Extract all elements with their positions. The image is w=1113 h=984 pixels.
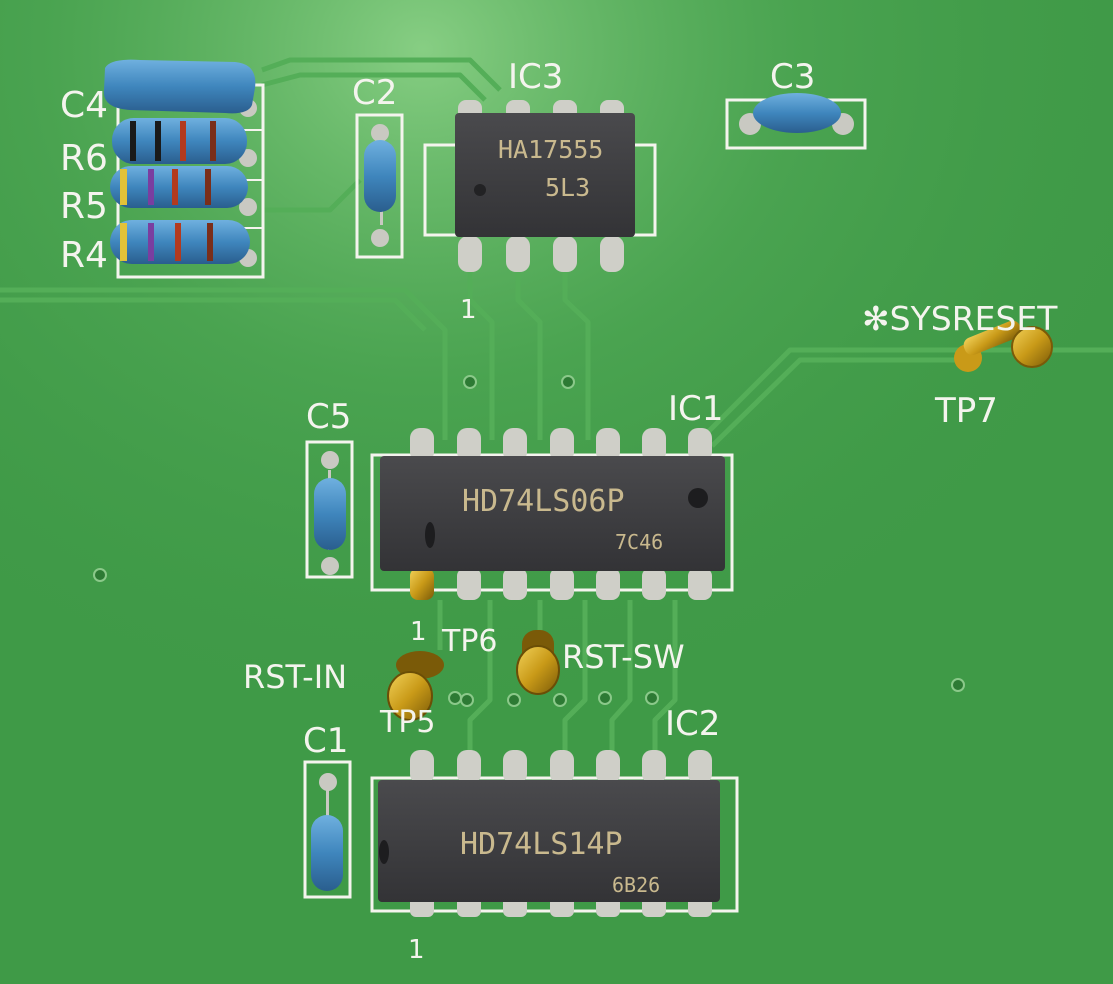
ic1-label: IC1 [668, 389, 723, 429]
c4-label: C4 [60, 85, 108, 126]
r4-resistor [110, 220, 250, 264]
ic2-chip: HD74LS14P 6B26 [370, 750, 739, 917]
ic1-marking-line2: 7C46 [615, 530, 663, 554]
tp5-test-pin [387, 651, 444, 721]
tp6-label: TP6 [441, 624, 498, 659]
c3-capacitor [725, 93, 867, 150]
ic1-chip: HD74LS06P 7C46 [370, 428, 734, 600]
c1-label: C1 [303, 721, 348, 761]
ic2-marking-line2: 6B26 [612, 873, 660, 897]
c2-capacitor [355, 113, 404, 259]
c1-capacitor [303, 760, 352, 899]
ic3-chip: HA17555 5L3 [423, 100, 657, 272]
resistor-bank [103, 59, 265, 279]
c4-capacitor [103, 59, 256, 114]
r5-label: R5 [60, 186, 108, 227]
ic1-marking-line1: HD74LS06P [462, 484, 625, 519]
ic1-pin1-label: 1 [410, 617, 427, 647]
ic2-label: IC2 [665, 704, 720, 744]
r4-label: R4 [60, 235, 108, 276]
r6-resistor [112, 118, 247, 164]
c3-label: C3 [770, 57, 815, 97]
tp5-label: TP5 [379, 705, 436, 740]
tp7-label: TP7 [934, 391, 998, 431]
c5-capacitor [305, 440, 354, 579]
sysreset-label: ✻SYSRESET [862, 299, 1058, 338]
ic3-marking-line1: HA17555 [498, 135, 603, 164]
tp6-test-pin [516, 630, 560, 695]
ic3-label: IC3 [508, 57, 563, 97]
c2-label: C2 [352, 73, 397, 113]
ic2-pin1-label: 1 [408, 935, 425, 965]
rst-in-label: RST-IN [243, 658, 347, 696]
r5-resistor [110, 166, 248, 208]
rst-sw-label: RST-SW [562, 638, 685, 676]
r6-label: R6 [60, 138, 108, 179]
pcb-vias [93, 375, 965, 707]
c5-label: C5 [306, 397, 351, 437]
ic2-marking-line1: HD74LS14P [460, 827, 623, 862]
ic3-pin1-label: 1 [460, 295, 477, 325]
tp7-test-pin [954, 320, 1053, 372]
ic3-marking-line2: 5L3 [545, 173, 590, 202]
pcb-traces [0, 57, 1113, 760]
